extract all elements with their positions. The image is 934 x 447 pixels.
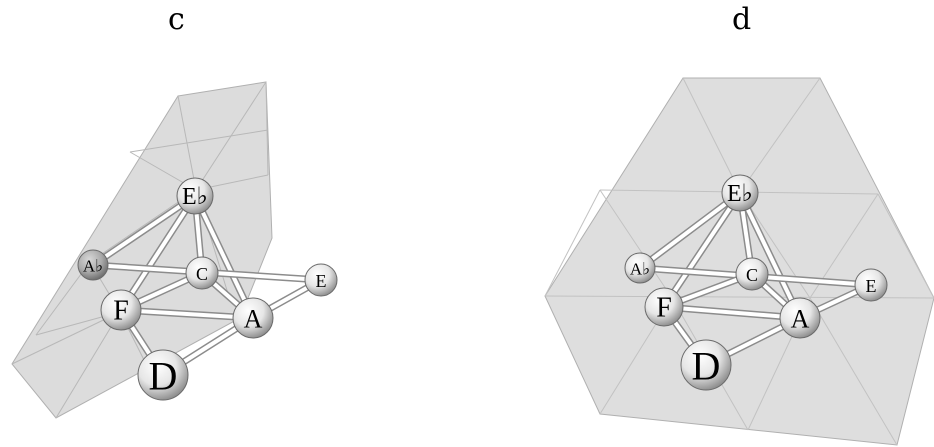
panel-c: A♭ C E E♭ F A D	[11, 81, 338, 419]
node-label: F	[656, 293, 672, 324]
node-label: C	[746, 265, 758, 285]
node-ab: A♭	[624, 252, 656, 284]
edge-eb-a	[736, 189, 804, 322]
node-eb: E♭	[176, 177, 214, 215]
edge-eb-ab	[636, 189, 744, 272]
panel-c-nodes: A♭ C E E♭ F A D	[77, 177, 338, 401]
edge-eb-f	[660, 189, 744, 311]
node-label: F	[113, 296, 129, 327]
node-sphere	[854, 268, 888, 302]
node-a: A	[232, 297, 274, 339]
edge-eb-ab	[89, 192, 199, 269]
node-label: E	[316, 271, 327, 291]
node-d: D	[137, 349, 189, 401]
node-label: C	[196, 264, 208, 284]
node-label: A	[244, 305, 263, 334]
node-a: A	[779, 297, 821, 339]
node-sphere	[77, 249, 109, 281]
node-label: E♭	[182, 184, 208, 210]
panel-d: A♭ C E E♭ F A D	[544, 77, 934, 446]
node-c: C	[185, 256, 219, 290]
node-sphere	[100, 289, 142, 331]
panel-label-d: d	[732, 2, 752, 37]
node-label: A	[791, 305, 810, 334]
node-sphere	[644, 287, 684, 327]
node-sphere	[779, 297, 821, 339]
node-sphere	[624, 252, 656, 284]
node-f: F	[100, 289, 142, 331]
node-sphere	[721, 174, 759, 212]
edge-eb-f	[117, 192, 199, 314]
node-c: C	[735, 257, 769, 291]
node-sphere	[185, 256, 219, 290]
panel-d-nodes: A♭ C E E♭ F A D	[624, 174, 888, 391]
node-label: A♭	[630, 260, 650, 279]
node-sphere	[735, 257, 769, 291]
panel-d-surface	[544, 77, 934, 446]
node-sphere	[232, 297, 274, 339]
node-sphere	[137, 349, 189, 401]
node-f: F	[644, 287, 684, 327]
node-e: E	[854, 268, 888, 302]
node-label: A♭	[83, 257, 103, 276]
edge-eb-a	[191, 192, 257, 322]
panel-label-c: c	[168, 2, 185, 37]
edge-f-a	[117, 306, 257, 322]
node-d: D	[680, 339, 732, 391]
node-eb: E♭	[721, 174, 759, 212]
node-e: E	[304, 263, 338, 297]
node-label: E	[866, 276, 877, 296]
node-label: D	[149, 354, 178, 399]
node-label: D	[692, 344, 721, 389]
edge-f-a	[660, 303, 804, 322]
node-sphere	[680, 339, 732, 391]
node-sphere	[176, 177, 214, 215]
node-sphere	[304, 263, 338, 297]
node-ab: A♭	[77, 249, 109, 281]
node-label: E♭	[727, 181, 753, 207]
